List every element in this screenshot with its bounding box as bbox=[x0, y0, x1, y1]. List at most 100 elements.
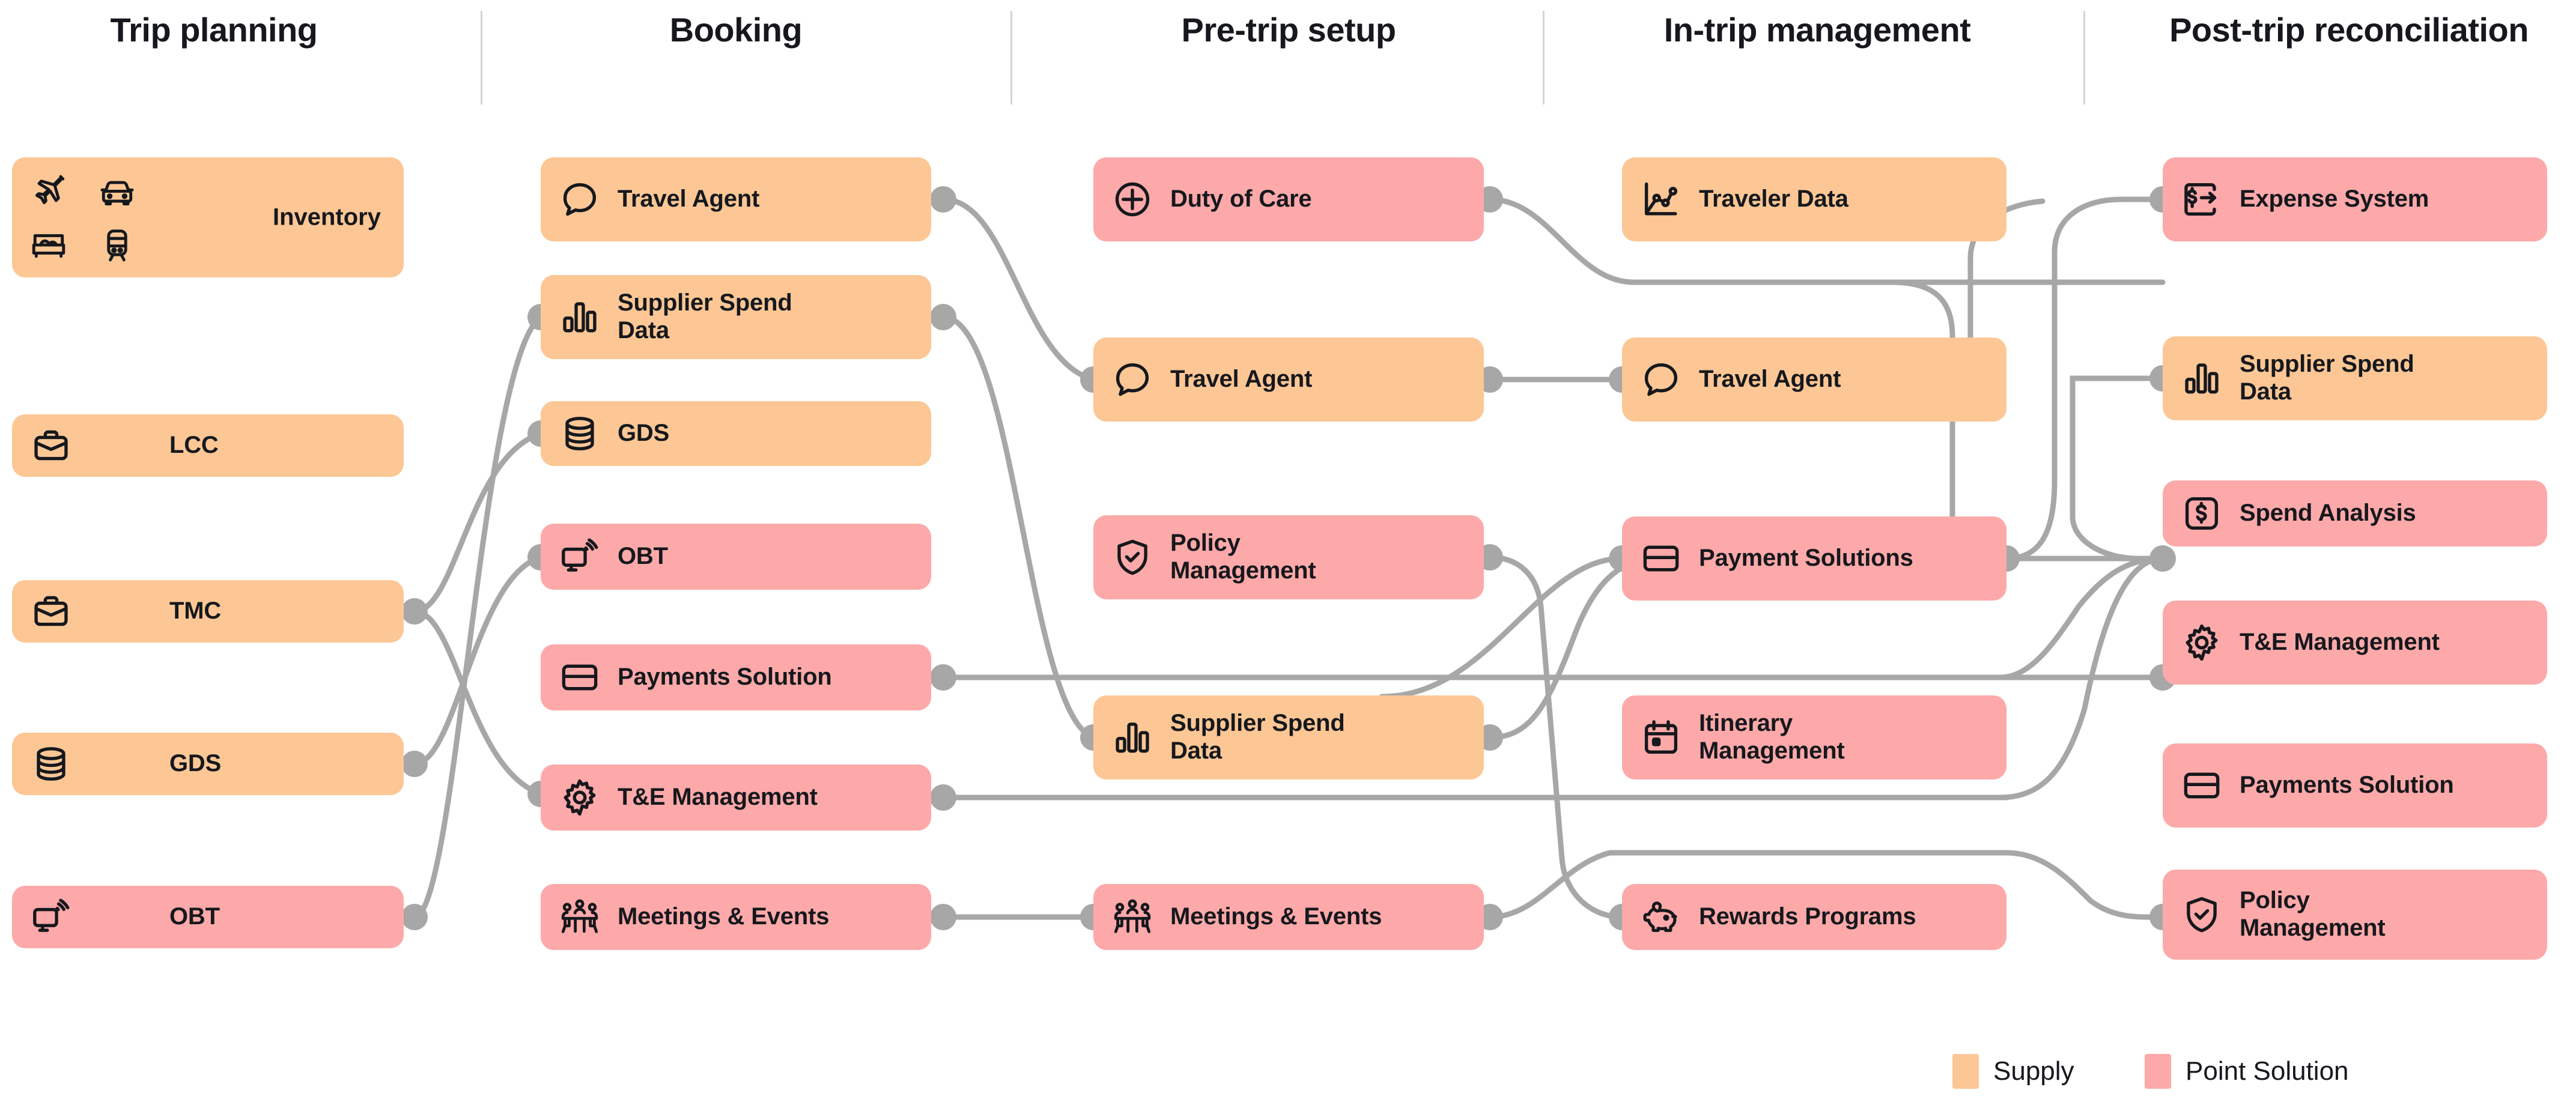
column-title: Booking bbox=[669, 10, 803, 49]
card-label: GDS bbox=[169, 750, 222, 777]
card-label: Traveler Data bbox=[1699, 186, 1848, 213]
card-label: T&E Management bbox=[2240, 629, 2440, 656]
monitor-wifi-icon bbox=[557, 534, 602, 579]
card-booking-payments-solution[interactable]: Payments Solution bbox=[541, 644, 931, 710]
card-posttrip-payments-solution[interactable]: Payments Solution bbox=[2163, 743, 2547, 828]
legend-swatch-point-solution bbox=[2145, 1054, 2171, 1089]
card-gds[interactable]: GDS bbox=[12, 733, 404, 795]
card-label: Rewards Programs bbox=[1699, 903, 1916, 930]
database-icon bbox=[29, 742, 73, 786]
card-booking-obt[interactable]: OBT bbox=[541, 524, 931, 590]
column-header-trip-planning: Trip planning bbox=[12, 10, 416, 49]
chat-bubble-icon bbox=[557, 177, 602, 222]
card-pretrip-meetings-events[interactable]: Meetings & Events bbox=[1093, 884, 1484, 950]
card-label: OBT bbox=[169, 903, 220, 930]
card-lcc[interactable]: LCC bbox=[12, 414, 404, 477]
briefcase-icon bbox=[29, 589, 73, 634]
card-label: Payments Solution bbox=[2240, 772, 2454, 799]
column-separator-3 bbox=[1543, 11, 1545, 104]
gear-icon bbox=[2180, 620, 2224, 665]
line-chart-icon bbox=[1639, 177, 1683, 222]
column-title: Pre-trip setup bbox=[1181, 10, 1396, 49]
legend-point-solution: Point Solution bbox=[2145, 1054, 2349, 1089]
card-booking-meetings-events[interactable]: Meetings & Events bbox=[541, 884, 931, 950]
card-booking-te-management[interactable]: T&E Management bbox=[541, 764, 931, 831]
credit-card-icon bbox=[1639, 536, 1683, 581]
card-inventory[interactable]: Inventory bbox=[12, 157, 404, 277]
card-label: LCC bbox=[169, 432, 219, 459]
shield-check-icon bbox=[2180, 892, 2224, 937]
piggy-bank-icon bbox=[1639, 895, 1683, 939]
column-title: In-trip management bbox=[1663, 10, 1971, 49]
column-title: Post-trip reconciliation bbox=[2169, 10, 2529, 49]
card-label: Spend Analysis bbox=[2240, 500, 2416, 527]
column-separator-4 bbox=[2083, 11, 2085, 104]
card-booking-gds[interactable]: GDS bbox=[541, 401, 931, 466]
column-title: Trip planning bbox=[110, 10, 318, 49]
card-obt[interactable]: OBT bbox=[12, 886, 404, 948]
credit-card-icon bbox=[2180, 763, 2224, 808]
bar-chart-icon bbox=[1110, 715, 1155, 760]
card-posttrip-expense-system[interactable]: Expense System bbox=[2163, 157, 2547, 241]
credit-card-icon bbox=[557, 655, 602, 700]
card-label: Meetings & Events bbox=[618, 903, 830, 930]
column-header-post-trip-reconciliation: Post-trip reconciliation bbox=[2139, 10, 2559, 49]
card-label: T&E Management bbox=[618, 784, 818, 811]
card-intrip-payment-solutions[interactable]: Payment Solutions bbox=[1622, 516, 2006, 601]
car-icon bbox=[97, 173, 137, 213]
card-label: Inventory bbox=[272, 204, 381, 231]
card-pretrip-duty-of-care[interactable]: Duty of Care bbox=[1093, 157, 1484, 241]
card-intrip-rewards-programs[interactable]: Rewards Programs bbox=[1622, 884, 2006, 950]
card-booking-travel-agent[interactable]: Travel Agent bbox=[541, 157, 931, 241]
inventory-icon-grid bbox=[29, 173, 149, 279]
column-separator-2 bbox=[1010, 11, 1012, 104]
card-label: GDS bbox=[618, 420, 670, 447]
card-label: Travel Agent bbox=[1170, 366, 1313, 393]
legend-supply: Supply bbox=[1952, 1054, 2074, 1089]
card-posttrip-spend-analysis[interactable]: Spend Analysis bbox=[2163, 480, 2547, 546]
plus-circle-icon bbox=[1110, 177, 1155, 222]
card-label: Travel Agent bbox=[1699, 366, 1841, 393]
calendar-icon bbox=[1639, 715, 1683, 760]
database-icon bbox=[557, 411, 602, 456]
card-label: Expense System bbox=[2240, 186, 2429, 213]
card-posttrip-te-management[interactable]: T&E Management bbox=[2163, 601, 2547, 685]
meeting-people-icon bbox=[557, 895, 602, 939]
column-header-in-trip-management: In-trip management bbox=[1622, 10, 2012, 49]
card-label: Payment Solutions bbox=[1699, 545, 1913, 572]
shield-check-icon bbox=[1110, 535, 1155, 580]
bed-icon bbox=[29, 226, 68, 265]
meeting-people-icon bbox=[1110, 895, 1155, 939]
train-icon bbox=[97, 226, 137, 265]
card-label: TMC bbox=[169, 598, 222, 625]
dollar-box-icon bbox=[2180, 491, 2224, 536]
card-label: Travel Agent bbox=[618, 186, 760, 213]
card-pretrip-travel-agent[interactable]: Travel Agent bbox=[1093, 338, 1484, 422]
briefcase-icon bbox=[29, 423, 73, 468]
card-intrip-traveler-data[interactable]: Traveler Data bbox=[1622, 157, 2006, 241]
plane-icon bbox=[29, 173, 68, 213]
card-label: Payments Solution bbox=[618, 664, 832, 691]
card-tmc[interactable]: TMC bbox=[12, 580, 404, 643]
chat-bubble-icon bbox=[1639, 357, 1683, 402]
card-intrip-travel-agent[interactable]: Travel Agent bbox=[1622, 338, 2006, 422]
monitor-wifi-icon bbox=[29, 895, 73, 939]
card-label: Duty of Care bbox=[1170, 186, 1312, 213]
card-label: OBT bbox=[618, 543, 668, 570]
legend-label-supply: Supply bbox=[1993, 1056, 2074, 1086]
expense-icon bbox=[2180, 177, 2224, 222]
column-header-pre-trip-setup: Pre-trip setup bbox=[1093, 10, 1484, 49]
legend-swatch-supply bbox=[1952, 1054, 1979, 1089]
